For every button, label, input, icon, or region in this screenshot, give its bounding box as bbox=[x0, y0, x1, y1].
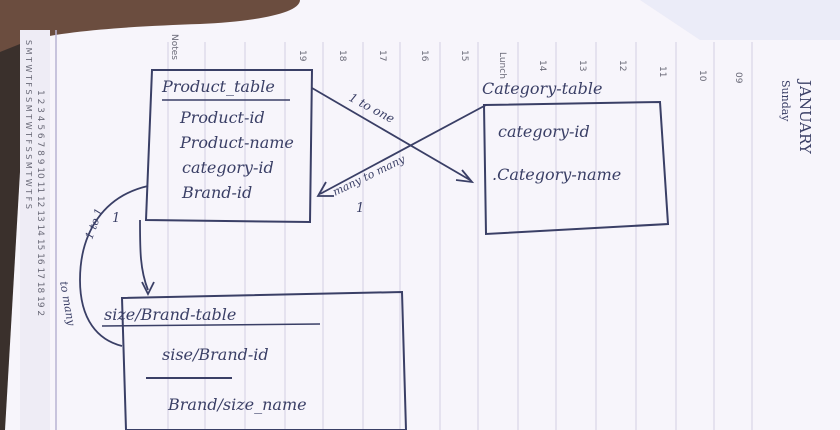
product-field: category-id bbox=[182, 158, 274, 177]
category-table-title: Category-table bbox=[482, 79, 602, 98]
product-field: Product-id bbox=[179, 108, 265, 127]
hour-markers: 19 18 17 16 15 14 13 12 11 10 09 Lunch N… bbox=[169, 34, 743, 84]
hour-label: 19 bbox=[297, 50, 307, 62]
hour-label: 15 bbox=[459, 50, 469, 61]
hour-label: 16 bbox=[419, 50, 429, 62]
hour-label: 11 bbox=[657, 66, 667, 77]
weekday-label: Sunday bbox=[779, 80, 792, 122]
hour-label: 12 bbox=[617, 60, 627, 71]
hour-label: 10 bbox=[697, 70, 707, 82]
rel-one-label: 1 bbox=[356, 201, 364, 216]
hour-label: 14 bbox=[537, 60, 547, 72]
calendar-strip bbox=[20, 30, 50, 430]
hour-label: 18 bbox=[337, 50, 347, 62]
product-field: Product-name bbox=[179, 133, 294, 152]
calendar-weekdays: S M T W T F S S M T W T F S S M T W T F … bbox=[24, 40, 33, 209]
brand-field: sise/Brand-id bbox=[162, 345, 269, 364]
hour-label: 17 bbox=[377, 50, 387, 61]
brand-field: Brand/size_name bbox=[167, 395, 307, 414]
category-field: .Category-name bbox=[492, 165, 621, 184]
hour-label: 09 bbox=[733, 72, 743, 84]
category-field: category-id bbox=[498, 122, 590, 141]
diary-page bbox=[5, 0, 840, 430]
product-table: Product_table Product-id Product-name ca… bbox=[144, 69, 314, 224]
brand-table-title: size/Brand-table bbox=[104, 305, 236, 324]
lunch-label: Lunch bbox=[497, 52, 507, 79]
brand-table: size/Brand-table sise/Brand-id Brand/siz… bbox=[101, 290, 408, 430]
product-table-title: Product_table bbox=[161, 77, 275, 96]
notes-label: Notes bbox=[169, 34, 179, 60]
top-edge-shadow bbox=[640, 0, 840, 40]
relationship-lines bbox=[79, 87, 487, 347]
finger bbox=[0, 0, 300, 52]
rel-brand-one: 1 bbox=[112, 211, 120, 226]
product-field: Brand-id bbox=[181, 183, 252, 202]
category-table: Category-table category-id .Category-nam… bbox=[482, 79, 670, 236]
arrow-product-to-category bbox=[311, 87, 471, 181]
ruled-lines bbox=[167, 42, 753, 430]
hour-label: 13 bbox=[577, 60, 587, 71]
arrow-category-to-product bbox=[319, 104, 487, 195]
month-label: JANUARY bbox=[796, 78, 814, 155]
arrow-brand-to-product bbox=[79, 185, 149, 347]
calendar-days: 1 2 3 4 5 6 7 8 9 10 11 12 13 14 15 16 1… bbox=[35, 90, 45, 316]
